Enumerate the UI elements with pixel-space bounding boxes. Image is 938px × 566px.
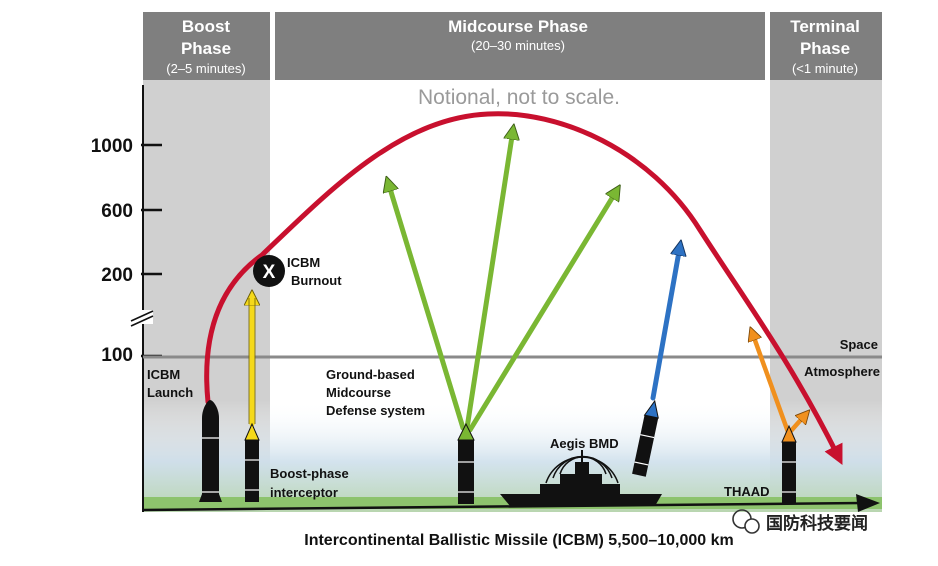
not-to-scale-note: Notional, not to scale.	[418, 86, 620, 109]
y-tick-label-100: 100	[101, 345, 133, 366]
boost-phase-duration: (2–5 minutes)	[166, 61, 245, 76]
gmd-label-1: Ground-based	[326, 367, 415, 382]
thaad-missile-icon	[781, 424, 797, 504]
y-tick-label-1000: 1000	[91, 136, 133, 157]
gmd-arrow-center	[464, 130, 513, 431]
watermark-text: 国防科技要闻	[766, 513, 868, 534]
gmd-arrow-left	[388, 182, 466, 431]
thaad-arrow-high	[752, 332, 791, 435]
aegis-missile-icon	[632, 399, 659, 477]
aegis-ship-icon	[500, 450, 662, 506]
watermark-chat-icon-2	[744, 518, 760, 534]
icbm-launch-label-2: Launch	[147, 385, 193, 400]
burnout-label-1: ICBM	[287, 255, 320, 270]
gmd-arrow-right	[467, 190, 617, 433]
boost-interceptor-label-2: interceptor	[270, 485, 338, 500]
atmosphere-label: Atmosphere	[804, 364, 880, 379]
burnout-marker	[253, 255, 285, 287]
midcourse-phase-duration: (20–30 minutes)	[471, 38, 565, 53]
gmd-label-2: Midcourse	[326, 385, 391, 400]
boost-phase-title-1: Boost	[182, 17, 231, 36]
terminal-phase-title-1: Terminal	[790, 17, 860, 36]
ground-gradient	[143, 400, 882, 512]
x-axis-title: Intercontinental Ballistic Missile (ICBM…	[304, 532, 734, 549]
burnout-x-icon: X	[263, 262, 276, 283]
watermark: 国防科技要闻	[732, 509, 868, 534]
y-tick-label-200: 200	[101, 265, 133, 286]
thaad-arrow-low	[787, 414, 806, 435]
boost-interceptor-missile-icon	[244, 422, 260, 502]
icbm-launch-label-1: ICBM	[147, 367, 180, 382]
gmd-label-3: Defense system	[326, 403, 425, 418]
boost-interceptor-label-1: Boost-phase	[270, 466, 349, 481]
burnout-label-2: Burnout	[291, 273, 342, 288]
boost-phase-title-2: Phase	[181, 39, 231, 58]
axis-break-marker	[130, 310, 154, 327]
icbm-missile-icon	[199, 400, 222, 502]
gmd-missile-icon	[457, 422, 475, 504]
x-axis-arrowhead	[856, 494, 880, 512]
aegis-arrow	[650, 246, 680, 401]
x-axis-line	[142, 501, 863, 512]
terminal-phase-duration: (<1 minute)	[792, 61, 858, 76]
y-tick-label-600: 600	[101, 201, 133, 222]
terminal-phase-title-2: Phase	[800, 39, 850, 58]
thaad-label: THAAD	[724, 484, 770, 499]
terminal-phase-header	[770, 12, 882, 80]
icbm-trajectory	[204, 111, 843, 465]
midcourse-phase-title: Midcourse Phase	[448, 17, 588, 36]
space-label: Space	[840, 337, 878, 352]
aegis-label: Aegis BMD	[550, 436, 619, 451]
boost-phase-header	[143, 12, 270, 80]
midcourse-phase-header	[275, 12, 765, 80]
